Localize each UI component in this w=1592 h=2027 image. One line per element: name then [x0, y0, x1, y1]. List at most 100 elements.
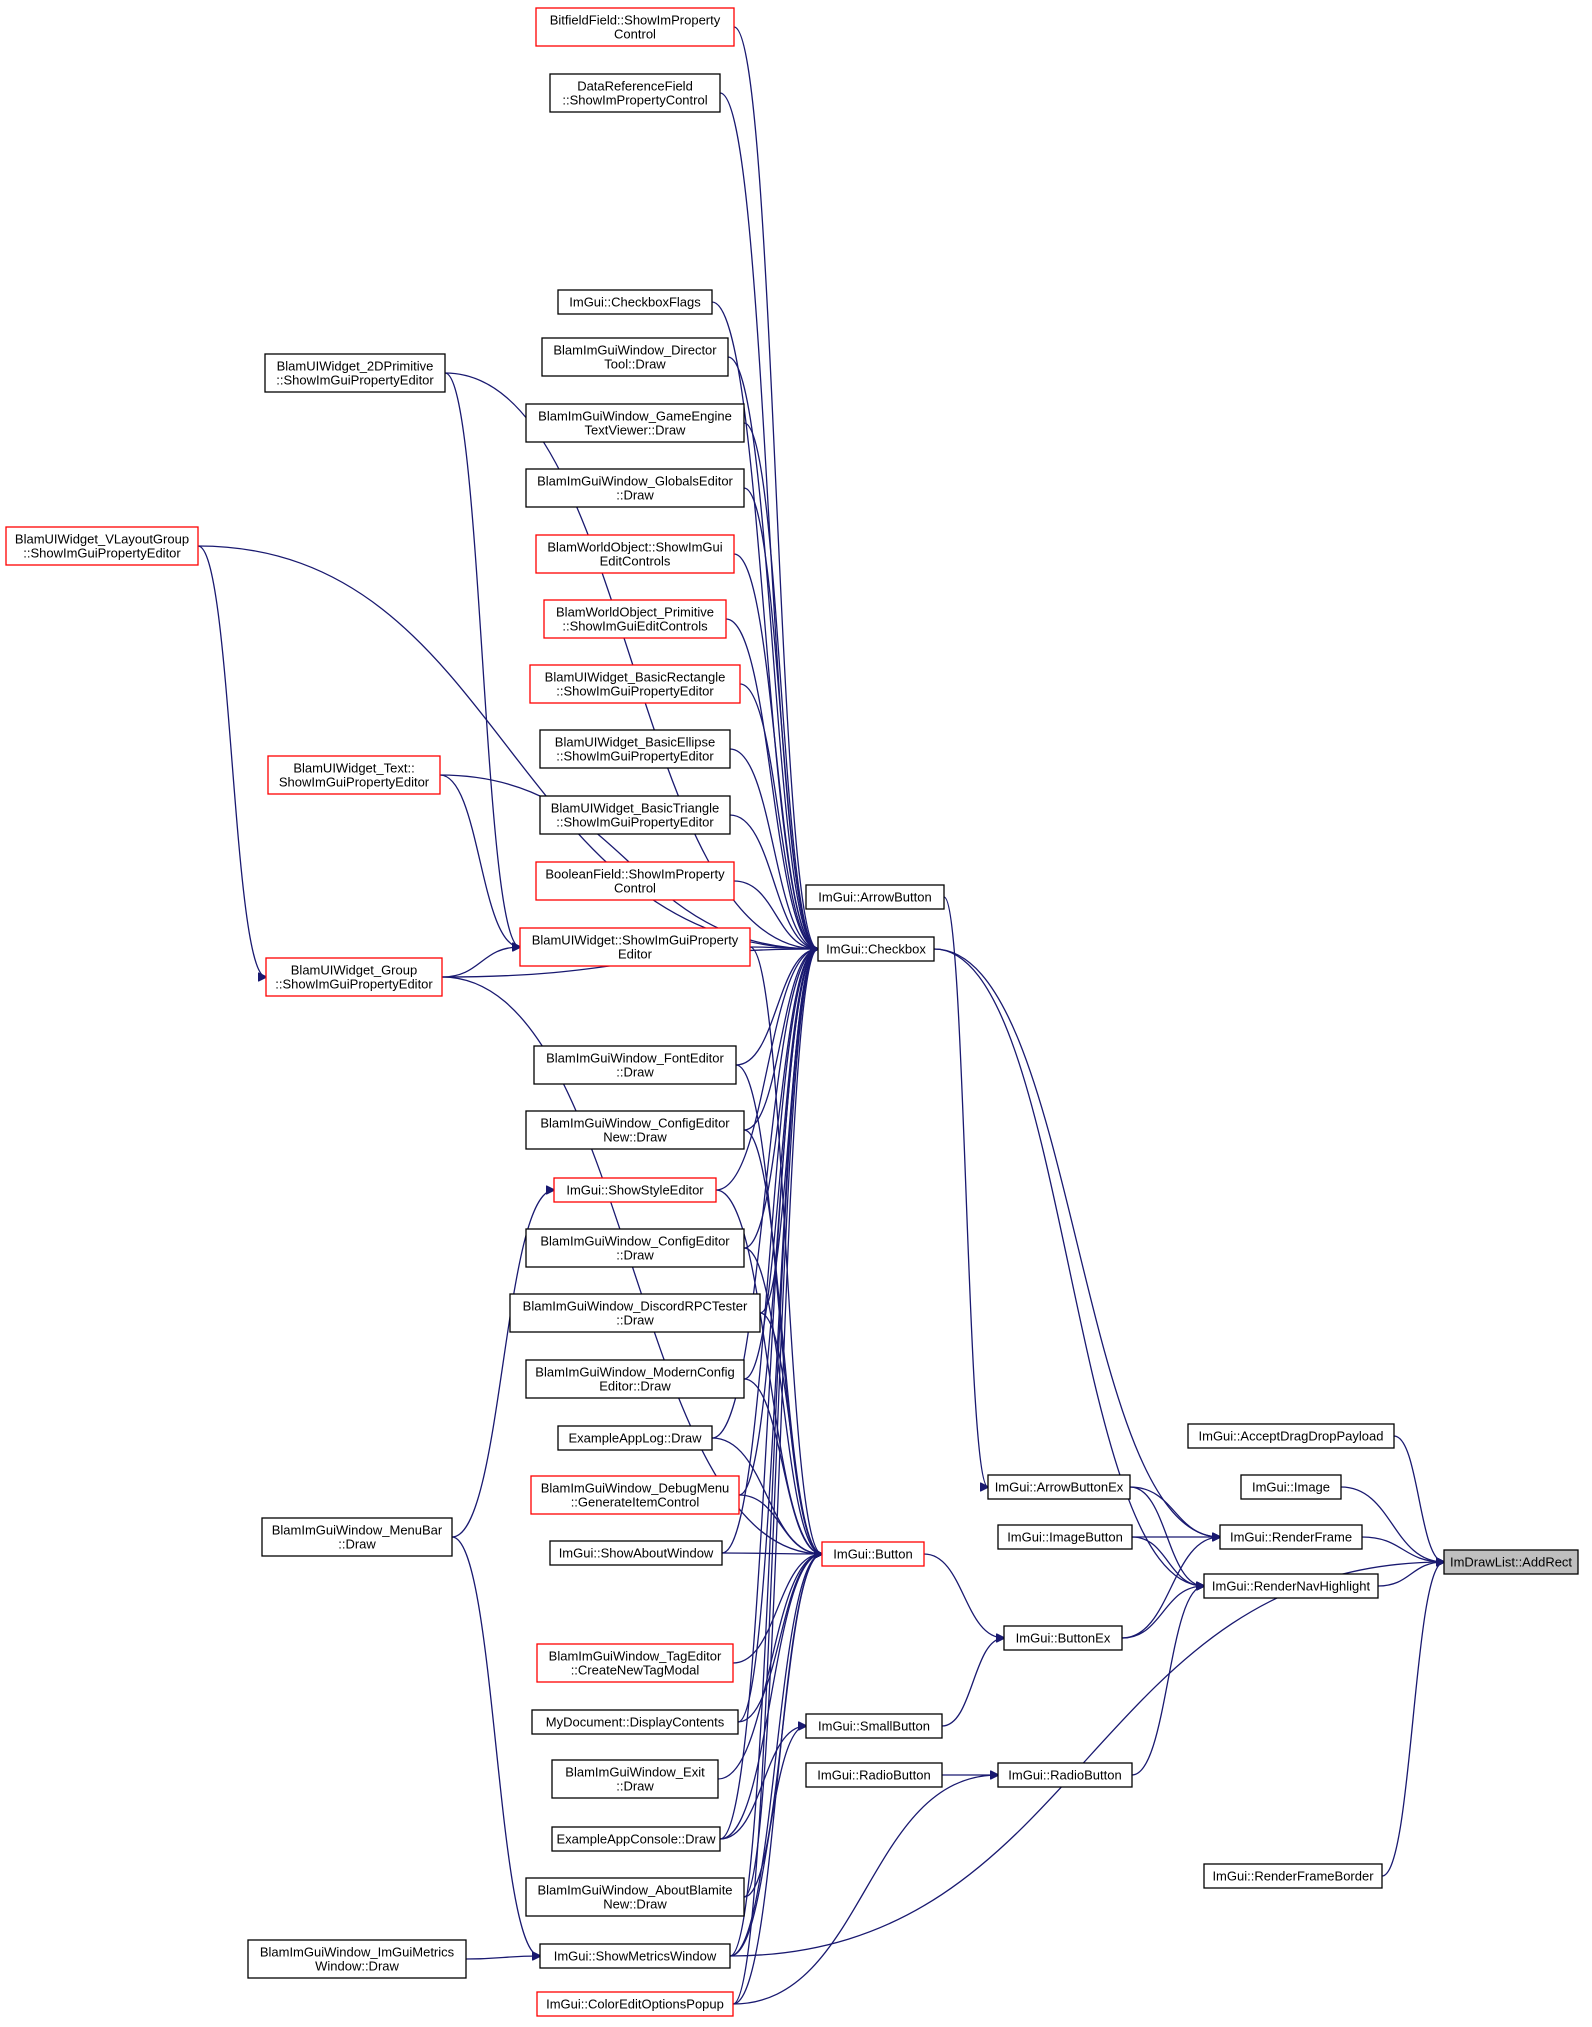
- node-box-framebord[interactable]: [1203, 1863, 1383, 1889]
- node-box-arrowbtnex[interactable]: [987, 1474, 1131, 1500]
- node-box-tageditor[interactable]: [536, 1643, 734, 1683]
- node-box-fonteditor[interactable]: [533, 1045, 737, 1085]
- node-box-group[interactable]: [265, 957, 443, 997]
- node-box-buttonex[interactable]: [1003, 1625, 1123, 1651]
- node-text[interactable]: BlamUIWidget_Text::ShowImGuiPropertyEdit…: [267, 755, 441, 795]
- node-basicellipse[interactable]: BlamUIWidget_BasicEllipse::ShowImGuiProp…: [539, 729, 731, 769]
- node-box-metricsdraw[interactable]: [247, 1939, 467, 1979]
- node-navhl[interactable]: ImGui::RenderNavHighlight: [1203, 1573, 1379, 1599]
- node-discord[interactable]: BlamImGuiWindow_DiscordRPCTester::Draw: [509, 1293, 761, 1333]
- node-menubar[interactable]: BlamImGuiWindow_MenuBar::Draw: [261, 1517, 453, 1557]
- node-renderframe[interactable]: ImGui::RenderFrame: [1219, 1524, 1363, 1550]
- node-button[interactable]: ImGui::Button: [821, 1541, 925, 1567]
- node-exit[interactable]: BlamImGuiWindow_Exit::Draw: [551, 1759, 719, 1799]
- node-box-console[interactable]: [551, 1826, 721, 1852]
- node-box-basicrect[interactable]: [529, 664, 741, 704]
- node-box-cfgnew[interactable]: [525, 1110, 745, 1150]
- node-about[interactable]: ImGui::ShowAboutWindow: [549, 1540, 723, 1566]
- node-box-basictri[interactable]: [539, 795, 731, 835]
- node-cbflags[interactable]: ImGui::CheckboxFlags: [557, 289, 713, 315]
- node-box-exit[interactable]: [551, 1759, 719, 1799]
- node-box-globals[interactable]: [525, 468, 745, 508]
- node-box-navhl[interactable]: [1203, 1573, 1379, 1599]
- node-buttonex[interactable]: ImGui::ButtonEx: [1003, 1625, 1123, 1651]
- node-box-applog[interactable]: [557, 1425, 713, 1451]
- node-box-prim2d[interactable]: [264, 353, 446, 393]
- node-applog[interactable]: ExampleAppLog::Draw: [557, 1425, 713, 1451]
- node-console[interactable]: ExampleAppConsole::Draw: [551, 1826, 721, 1852]
- node-prim2d[interactable]: BlamUIWidget_2DPrimitive::ShowImGuiPrope…: [264, 353, 446, 393]
- node-box-styleeditor[interactable]: [553, 1177, 717, 1203]
- node-basictri[interactable]: BlamUIWidget_BasicTriangle::ShowImGuiPro…: [539, 795, 731, 835]
- node-group[interactable]: BlamUIWidget_Group::ShowImGuiPropertyEdi…: [265, 957, 443, 997]
- node-dataref[interactable]: DataReferenceField::ShowImPropertyContro…: [549, 73, 721, 113]
- node-box-coloredit[interactable]: [536, 1991, 734, 2017]
- node-framebord[interactable]: ImGui::RenderFrameBorder: [1203, 1863, 1383, 1889]
- node-worldobj[interactable]: BlamWorldObject::ShowImGuiEditControls: [535, 534, 735, 574]
- node-box-radio1[interactable]: [805, 1762, 943, 1788]
- node-box-radio2[interactable]: [997, 1762, 1133, 1788]
- node-box-acceptdrag[interactable]: [1187, 1423, 1395, 1449]
- node-box-menubar[interactable]: [261, 1517, 453, 1557]
- node-worldprim[interactable]: BlamWorldObject_Primitive::ShowImGuiEdit…: [543, 599, 727, 639]
- node-box-renderframe[interactable]: [1219, 1524, 1363, 1550]
- node-box-vlayout[interactable]: [5, 526, 199, 566]
- node-box-button[interactable]: [821, 1541, 925, 1567]
- node-box-debugmenu[interactable]: [530, 1475, 740, 1515]
- node-arrowbtnex[interactable]: ImGui::ArrowButtonEx: [987, 1474, 1131, 1500]
- node-box-cbflags[interactable]: [557, 289, 713, 315]
- node-arrowbtn[interactable]: ImGui::ArrowButton: [805, 884, 945, 910]
- node-box-bitfield[interactable]: [535, 7, 735, 47]
- node-vlayout[interactable]: BlamUIWidget_VLayoutGroup::ShowImGuiProp…: [5, 526, 199, 566]
- node-box-about[interactable]: [549, 1540, 723, 1566]
- node-box-imagebtn[interactable]: [997, 1524, 1133, 1550]
- node-box-cfgeditor[interactable]: [525, 1228, 745, 1268]
- node-box-image[interactable]: [1240, 1474, 1342, 1500]
- node-debugmenu[interactable]: BlamImGuiWindow_DebugMenu::GenerateItemC…: [530, 1475, 740, 1515]
- node-addrect[interactable]: ImDrawList::AddRect: [1443, 1549, 1579, 1575]
- node-mydoc[interactable]: MyDocument::DisplayContents: [531, 1709, 739, 1735]
- node-box-basicellipse[interactable]: [539, 729, 731, 769]
- node-radio2[interactable]: ImGui::RadioButton: [997, 1762, 1133, 1788]
- node-uiwidget[interactable]: BlamUIWidget::ShowImGuiPropertyEditor: [519, 927, 751, 967]
- node-boolfield[interactable]: BooleanField::ShowImPropertyControl: [535, 861, 735, 901]
- node-styleeditor[interactable]: ImGui::ShowStyleEditor: [553, 1177, 717, 1203]
- node-box-mydoc[interactable]: [531, 1709, 739, 1735]
- node-box-aboutblam[interactable]: [525, 1877, 745, 1917]
- node-acceptdrag[interactable]: ImGui::AcceptDragDropPayload: [1187, 1423, 1395, 1449]
- node-box-smallbtn[interactable]: [805, 1713, 943, 1739]
- node-box-director[interactable]: [541, 337, 729, 377]
- node-imagebtn[interactable]: ImGui::ImageButton: [997, 1524, 1133, 1550]
- node-radio1[interactable]: ImGui::RadioButton: [805, 1762, 943, 1788]
- node-smallbtn[interactable]: ImGui::SmallButton: [805, 1713, 943, 1739]
- node-box-addrect[interactable]: [1443, 1549, 1579, 1575]
- node-tageditor[interactable]: BlamImGuiWindow_TagEditor::CreateNewTagM…: [536, 1643, 734, 1683]
- node-box-dataref[interactable]: [549, 73, 721, 113]
- node-box-discord[interactable]: [509, 1293, 761, 1333]
- node-checkbox[interactable]: ImGui::Checkbox: [817, 936, 935, 962]
- node-fonteditor[interactable]: BlamImGuiWindow_FontEditor::Draw: [533, 1045, 737, 1085]
- node-box-checkbox[interactable]: [817, 936, 935, 962]
- node-basicrect[interactable]: BlamUIWidget_BasicRectangle::ShowImGuiPr…: [529, 664, 741, 704]
- node-gameengine[interactable]: BlamImGuiWindow_GameEngineTextViewer::Dr…: [525, 403, 745, 443]
- node-coloredit[interactable]: ImGui::ColorEditOptionsPopup: [536, 1991, 734, 2017]
- node-image[interactable]: ImGui::Image: [1240, 1474, 1342, 1500]
- node-box-metricswin[interactable]: [539, 1943, 731, 1969]
- node-bitfield[interactable]: BitfieldField::ShowImPropertyControl: [535, 7, 735, 47]
- node-metricswin[interactable]: ImGui::ShowMetricsWindow: [539, 1943, 731, 1969]
- node-cfgeditor[interactable]: BlamImGuiWindow_ConfigEditor::Draw: [525, 1228, 745, 1268]
- node-box-arrowbtn[interactable]: [805, 884, 945, 910]
- node-globals[interactable]: BlamImGuiWindow_GlobalsEditor::Draw: [525, 468, 745, 508]
- node-box-modern[interactable]: [525, 1359, 745, 1399]
- node-box-worldprim[interactable]: [543, 599, 727, 639]
- node-box-worldobj[interactable]: [535, 534, 735, 574]
- node-box-text[interactable]: [267, 755, 441, 795]
- node-box-gameengine[interactable]: [525, 403, 745, 443]
- node-box-boolfield[interactable]: [535, 861, 735, 901]
- node-box-uiwidget[interactable]: [519, 927, 751, 967]
